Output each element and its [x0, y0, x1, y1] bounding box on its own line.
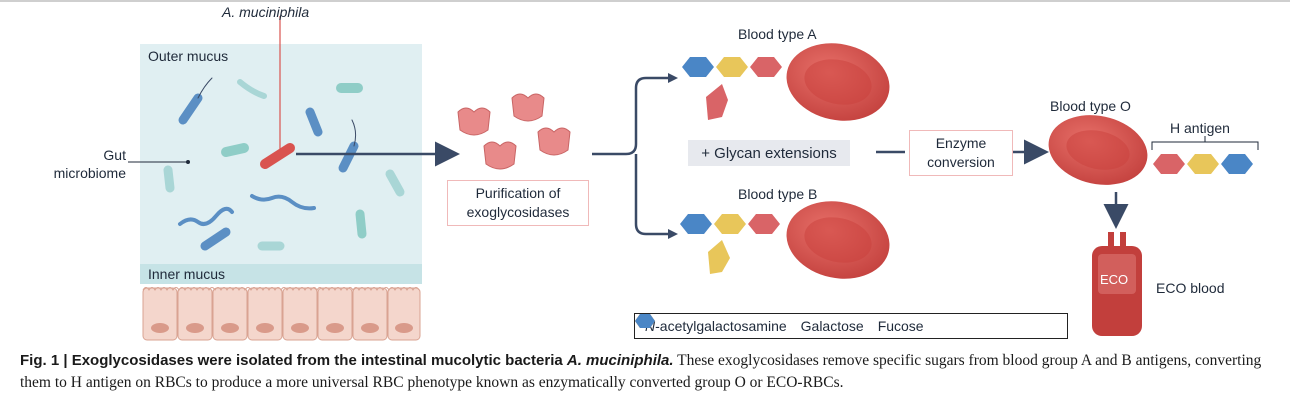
blood-type-o-label: Blood type O — [1050, 98, 1131, 114]
eco-blood-label: ECO blood — [1156, 280, 1225, 296]
purification-box: Purification of exoglycosidases — [447, 180, 589, 226]
bacteria-icons — [163, 77, 405, 251]
legend-item-galnac: N-acetylgalactosamine — [635, 314, 787, 334]
legend: N-acetylgalactosamine Galactose Fucose — [634, 313, 1068, 339]
outer-mucus-label: Outer mucus — [148, 48, 229, 64]
antigen-chain-b — [680, 214, 780, 274]
caption-body: These exoglycosidases remove specific su… — [20, 352, 1262, 391]
h-antigen-bracket — [1151, 136, 1259, 150]
blood-type-b-label: Blood type B — [738, 186, 818, 202]
caption-bold-text: Exoglycosidases were isolated from the i… — [71, 352, 567, 369]
branch-connector — [592, 76, 670, 236]
fucose-hex-icon — [635, 314, 655, 328]
exoglycosidase-enzymes — [457, 93, 571, 170]
eco-bag-label: ECO — [1100, 272, 1129, 287]
gut-microbiome-label: Gut microbiome — [53, 147, 126, 181]
eco-blood-bag-icon — [1092, 232, 1142, 336]
inner-mucus-label: Inner mucus — [148, 266, 226, 282]
epithelial-cells — [142, 287, 421, 341]
figure-caption: Fig. 1 | Exoglycosidases were isolated f… — [20, 350, 1270, 394]
bacterium-name-label: A. muciniphila — [222, 4, 310, 20]
enzyme-conversion-box: Enzyme conversion — [909, 130, 1013, 176]
glycan-extensions-box: + Glycan extensions — [688, 140, 850, 166]
h-antigen-chain — [1153, 154, 1253, 174]
legend-item-fucose: Fucose — [635, 314, 924, 334]
diagram-canvas — [128, 16, 1259, 341]
inner-mucus-region — [140, 264, 422, 284]
h-antigen-label: H antigen — [1170, 120, 1230, 136]
figure-panel: A. muciniphila Outer mucus Inner mucus G… — [0, 0, 1290, 342]
antigen-chain-a — [682, 57, 782, 120]
blood-type-a-label: Blood type A — [738, 26, 817, 42]
caption-fig-label: Fig. 1 | — [20, 352, 72, 369]
legend-item-galactose: Galactose — [635, 314, 864, 334]
caption-bold-italic: A. muciniphila. — [566, 352, 674, 369]
